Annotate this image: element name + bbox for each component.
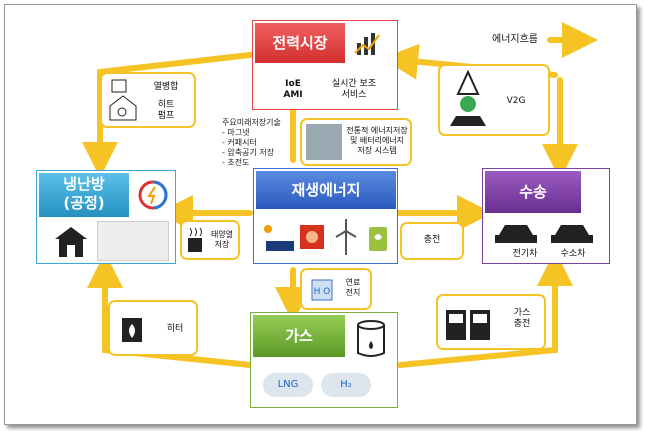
gas-charge-box: 가스 충전	[436, 294, 546, 350]
storage-tech-1: - 마그넷	[222, 128, 250, 137]
heating-cooling-icon	[137, 179, 169, 211]
transport-node: 수송 전기차 수소차	[482, 168, 610, 264]
lng-tank-icon	[263, 373, 313, 397]
hydrogen-car-icon	[549, 221, 595, 247]
solar-heat-label: 태양열 저장	[210, 230, 234, 249]
chp-heat-pump-icon	[106, 78, 140, 122]
storage-tech-4: - 초전도	[222, 158, 250, 167]
market-title: 전력시장	[255, 23, 345, 63]
biofuel-icon	[366, 221, 390, 253]
v2g-label: V2G	[506, 96, 526, 106]
solar-heat-box: 태양열 저장	[180, 220, 240, 260]
transport-title: 수송	[485, 171, 581, 213]
market-ioe-ami: IoE AMI	[283, 79, 303, 100]
ev-label: 전기차	[512, 249, 538, 259]
electric-car-icon	[493, 221, 539, 247]
h2-tank-icon	[321, 373, 371, 397]
v2g-box: V2G	[438, 64, 550, 136]
bar-chart-icon	[353, 29, 381, 57]
solar-panel-icon	[260, 221, 294, 253]
house-icon	[51, 223, 91, 259]
gas-station-icon	[444, 306, 498, 342]
storage-box: 전통적 에너지저장 및 배터리에너지 저장 시스템	[300, 118, 412, 166]
charge-label: 충전	[423, 235, 441, 245]
h2-label: H₂	[340, 379, 352, 390]
gas-node: 가스 LNG H₂	[250, 312, 398, 408]
storage-tech-list: 주요미래저장기술 - 마그넷 - 커패시터 - 압축공기 저장 - 초전도	[222, 118, 300, 168]
legend-label: 에너지흐름	[492, 34, 538, 45]
fuel-cell-label: 연료 전지	[345, 278, 361, 297]
market-ancillary: 실시간 보조 서비스	[331, 79, 377, 100]
storage-tech-3: - 압축공기 저장	[222, 148, 275, 157]
market-node: 전력시장 IoE AMI 실시간 보조 서비스	[252, 20, 398, 110]
battery-storage-image	[306, 124, 342, 160]
v2g-icon	[446, 69, 490, 130]
storage-tech-title: 주요미래저장기술	[222, 118, 281, 127]
svg-text:H O: H O	[314, 287, 331, 297]
oil-barrel-icon	[355, 319, 387, 359]
renewable-title: 재생에너지	[256, 171, 396, 209]
wind-turbine-icon	[334, 219, 358, 255]
solar-thermal-icon	[298, 223, 326, 251]
heater-icon	[120, 314, 144, 344]
storage-tech-2: - 커패시터	[222, 138, 257, 147]
arrow-gas-to-heating	[87, 252, 253, 368]
factory-image	[97, 221, 169, 261]
heat-pump-box: 열병합 히트 펌프	[100, 72, 196, 128]
gas-title: 가스	[253, 315, 345, 357]
arrow-gas-to-transport	[397, 250, 573, 368]
heater-box: 히터	[108, 300, 198, 356]
arrow-market-to-heating	[82, 52, 253, 178]
gas-charge-label: 가스 충전	[513, 308, 531, 329]
heat-pump-label: 히트 펌프	[157, 100, 175, 121]
lng-label: LNG	[277, 379, 299, 390]
fcv-label: 수소차	[560, 249, 586, 259]
charge-box: 충전	[400, 222, 464, 260]
fuel-cell-box: H O 연료 전지	[300, 268, 372, 310]
storage-label: 전통적 에너지저장 및 배터리에너지 저장 시스템	[346, 126, 408, 155]
heating-title: 냉난방 (공정)	[39, 173, 129, 217]
renewable-node: 재생에너지	[253, 168, 398, 264]
chp-label: 열병합	[153, 82, 179, 92]
heater-label: 히터	[166, 324, 184, 334]
heat-storage-icon	[186, 226, 204, 254]
heating-node: 냉난방 (공정)	[36, 170, 176, 264]
fuel-cell-icon: H O	[306, 274, 338, 304]
